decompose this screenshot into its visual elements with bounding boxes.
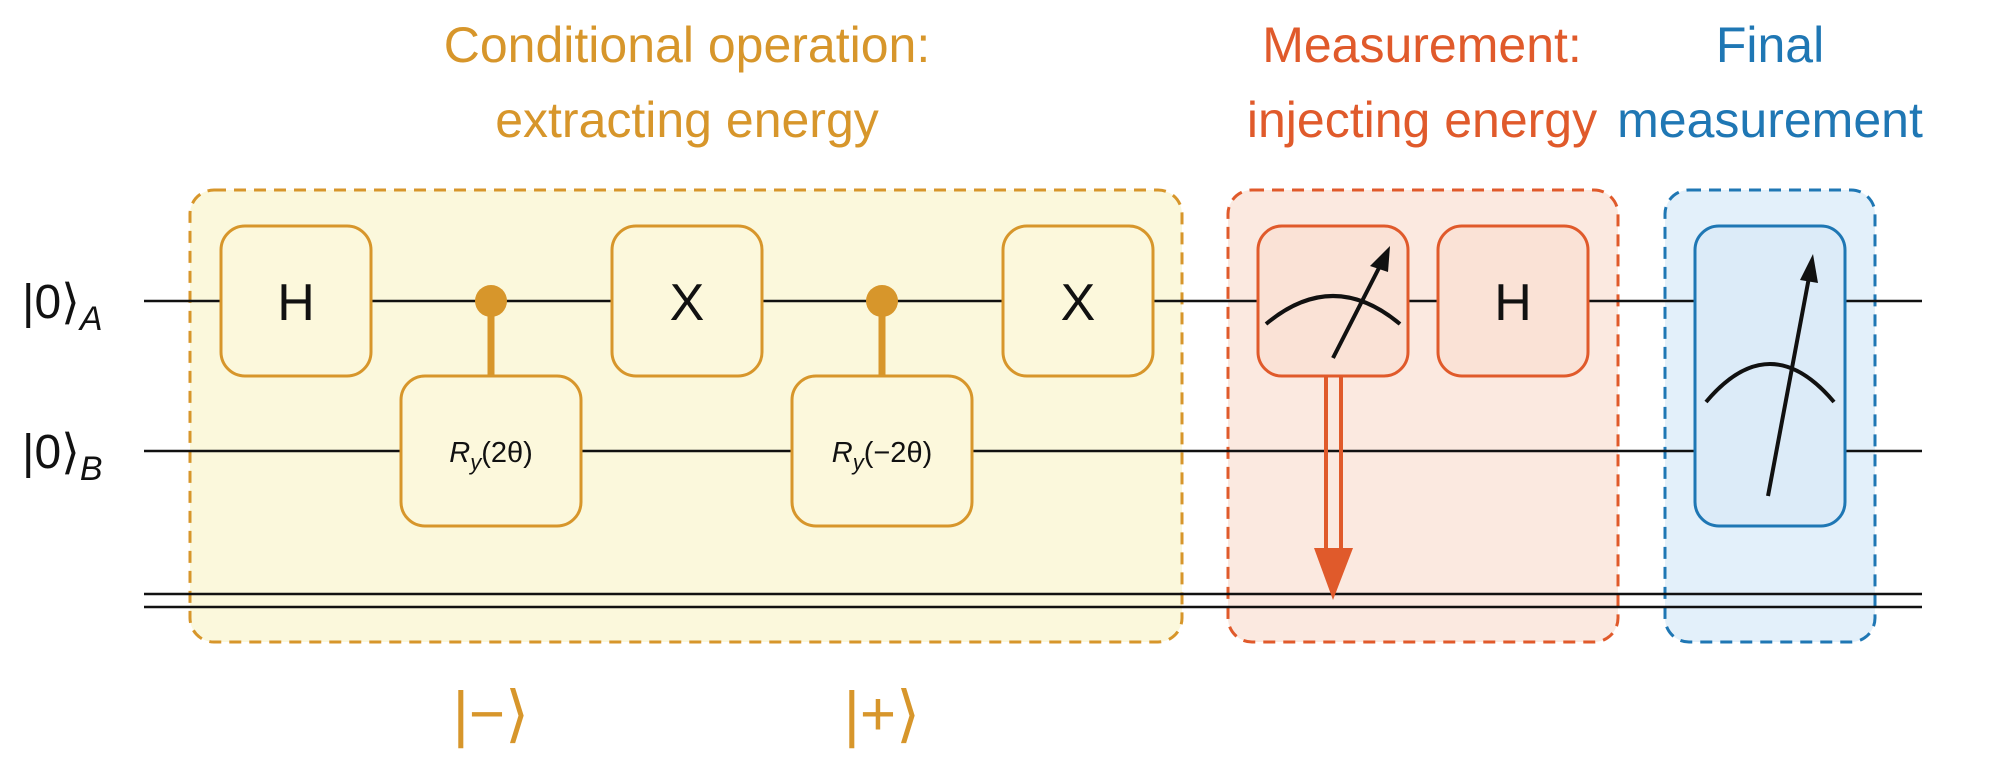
- ry-gate-1-label: Ry(2θ): [449, 437, 533, 475]
- qubit-b-ket: |0⟩: [22, 426, 80, 479]
- ry-gate-2: Ry(−2θ): [790, 374, 974, 528]
- ry-gate-1-r: R: [449, 437, 470, 469]
- qubit-a-subscript: A: [78, 300, 103, 338]
- control-dot-1: [475, 285, 507, 317]
- h-gate-2-label: H: [1494, 274, 1532, 332]
- ry-gate-1-sub: y: [468, 450, 483, 475]
- final-measurement-gate: [1693, 224, 1847, 528]
- final-meter-arc-icon: [1704, 362, 1836, 404]
- state-minus-label: |−⟩: [453, 680, 530, 749]
- measurement-gate: [1256, 224, 1410, 378]
- classical-feed-arrow: [1314, 376, 1353, 600]
- meter-arc-icon: [1264, 294, 1402, 326]
- final-title-line2: measurement: [1617, 92, 1923, 148]
- qubit-b-label: |0⟩B: [22, 426, 103, 488]
- h-gate-2: H: [1436, 224, 1590, 378]
- final-meter-needle-icon: [1766, 271, 1812, 497]
- measurement-title-line2: injecting energy: [1247, 92, 1597, 148]
- qubit-a-label: |0⟩A: [22, 276, 103, 338]
- x-gate-2-label: X: [1061, 274, 1096, 332]
- meter-needle-icon: [1331, 261, 1384, 359]
- ry-gate-1-arg: (2θ): [481, 437, 533, 469]
- state-plus-label: |+⟩: [844, 680, 921, 749]
- qubit-a-ket: |0⟩: [22, 276, 80, 329]
- x-gate-2: X: [1001, 224, 1155, 378]
- meter-needle-arrowhead-icon: [1370, 246, 1390, 272]
- x-gate-1: X: [610, 224, 764, 378]
- ry-gate-2-arg: (−2θ): [864, 437, 933, 469]
- h-gate-1: H: [219, 224, 373, 378]
- h-gate-1-label: H: [277, 274, 315, 332]
- final-meter-arrowhead-icon: [1800, 254, 1818, 283]
- qubit-b-subscript: B: [80, 450, 103, 488]
- ry-gate-1: Ry(2θ): [399, 374, 583, 528]
- x-gate-1-label: X: [670, 274, 705, 332]
- ry-gate-2-sub: y: [851, 450, 866, 475]
- ry-gate-2-r: R: [832, 437, 853, 469]
- final-title-line1: Final: [1716, 17, 1824, 73]
- control-dot-2: [866, 285, 898, 317]
- measurement-title-line1: Measurement:: [1262, 17, 1582, 73]
- conditional-operation-box: [188, 188, 1184, 644]
- ry-gate-2-label: Ry(−2θ): [832, 437, 932, 475]
- conditional-title-line2: extracting energy: [495, 92, 879, 148]
- conditional-title-line1: Conditional operation:: [444, 17, 930, 73]
